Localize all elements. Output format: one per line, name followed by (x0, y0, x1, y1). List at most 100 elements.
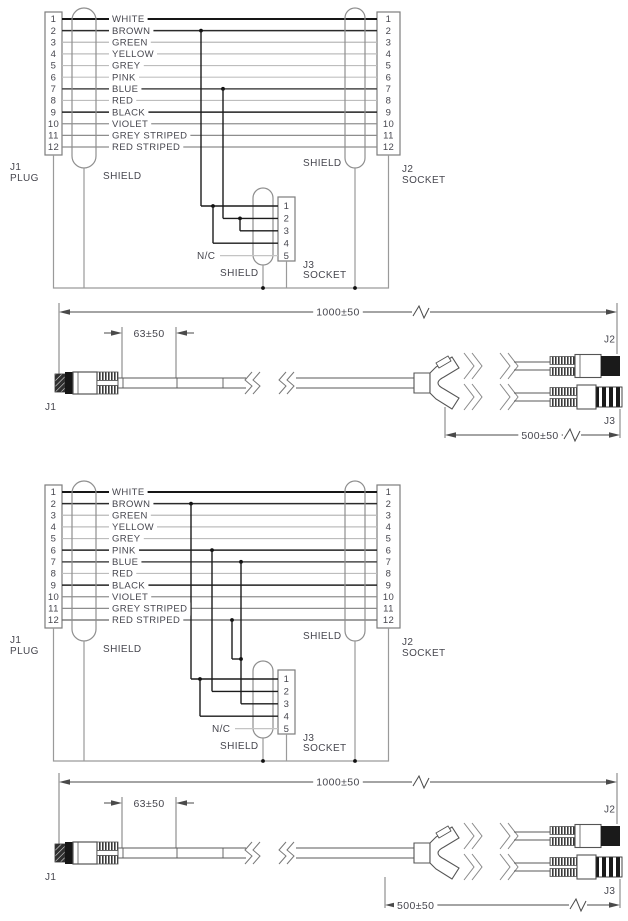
dimension-arrow (111, 330, 122, 336)
j1-pin-number: 7 (51, 557, 57, 568)
j2-pin-number: 6 (386, 72, 392, 83)
label-background (109, 497, 154, 511)
j1-pin-number: 12 (48, 142, 59, 153)
j1-hex-nut (96, 385, 119, 395)
label-background (109, 117, 152, 131)
label-background (109, 71, 140, 85)
j2-pin-number: 10 (383, 592, 394, 603)
y-splitter-stem (413, 842, 431, 864)
j3-pin-number: 3 (284, 226, 290, 237)
j3-shield-label: SHIELD (220, 268, 259, 279)
wire-color-label: GREEN (112, 37, 148, 48)
branch-break-icon (471, 383, 483, 411)
j1-shield-oval (71, 480, 97, 642)
j3-designator: J3 (303, 260, 314, 271)
cable-break-icon (278, 371, 287, 395)
j3-hex-nut (549, 387, 578, 396)
branch-break-icon (499, 352, 511, 380)
j1-pin-number: 2 (51, 26, 57, 37)
label-background (109, 83, 142, 97)
j2-pin-number: 9 (386, 580, 392, 591)
dimension-arrow (445, 432, 456, 438)
label-background (109, 521, 157, 535)
branch-break-icon (499, 383, 511, 411)
dimension-arrow (176, 330, 187, 336)
j1-pin-number: 10 (48, 592, 59, 603)
j3-hex-nut (549, 398, 578, 407)
j1-knurled-tip (54, 373, 66, 393)
j1-designator: J1 (10, 162, 21, 173)
j3-pin-number: 5 (284, 724, 290, 735)
y-splitter-tab (435, 825, 452, 839)
j1-type-label: PLUG (10, 646, 39, 657)
wire-color-label: GREY STRIPED (112, 131, 187, 142)
j2-pin-number: 2 (386, 499, 392, 510)
nc-label: N/C (212, 724, 230, 735)
wire-tap-dot (210, 548, 214, 553)
j1-connector-body (72, 371, 98, 395)
j2-black-cap (601, 826, 620, 846)
branch-break-icon (499, 822, 511, 850)
label-background (109, 24, 154, 38)
cable-break-icon (244, 841, 253, 865)
j2-shield-oval (344, 480, 366, 642)
label-background (109, 602, 191, 616)
label-background (109, 36, 151, 50)
j1-pin-number: 12 (48, 615, 59, 626)
cable-j2-label: J2 (604, 805, 615, 816)
cable-j3-label: J3 (604, 886, 615, 897)
wire-color-label: YELLOW (112, 522, 154, 533)
wire-color-label: BROWN (112, 26, 150, 37)
dimension-break-icon (563, 427, 581, 443)
j2-pin-number: 9 (386, 107, 392, 118)
j2-connector-body (574, 353, 602, 379)
dimension-arrow (609, 902, 620, 908)
j1-pin-number: 11 (48, 604, 59, 615)
j1-pin-number: 3 (51, 510, 57, 521)
j1-pin-number: 5 (51, 534, 57, 545)
j3-pin-number: 4 (284, 711, 290, 722)
wire-color-label: BLUE (112, 84, 138, 95)
cable-j2-label: J2 (604, 335, 615, 346)
j3-designator: J3 (303, 733, 314, 744)
wire-color-label: PINK (112, 72, 136, 83)
wire-color-label: BLACK (112, 107, 145, 118)
branch-break-icon (463, 853, 475, 881)
wire-color-label: BROWN (112, 499, 150, 510)
label-background (109, 590, 152, 604)
y-splitter-body (429, 826, 460, 880)
branch-break-icon (507, 822, 519, 850)
j1-connector-body (72, 841, 98, 865)
cable-j1-label: J1 (45, 872, 56, 883)
j1-pin-number: 2 (51, 499, 57, 510)
shield-ground-bus (52, 628, 390, 762)
label-background (130, 797, 168, 811)
j1-hex-nut-mid (96, 850, 119, 856)
y-splitter-stem (413, 372, 431, 394)
label-background (109, 129, 191, 143)
label-background (109, 486, 148, 500)
j2-hex-nut (549, 367, 576, 376)
dimension-arrow (606, 309, 617, 315)
label-background (313, 305, 363, 320)
j2-shield-label: SHIELD (303, 631, 342, 642)
cable-j1-label: J1 (45, 402, 56, 413)
shield-ground-bus (52, 155, 390, 289)
join-dot (239, 657, 243, 661)
wire-color-label: WHITE (112, 487, 145, 498)
label-background (313, 775, 363, 790)
j3-pin-number: 5 (284, 251, 290, 262)
cable-break-icon (252, 841, 261, 865)
bus-junction-dot (353, 759, 357, 763)
j2-pin-number: 3 (386, 37, 392, 48)
dimension-break-icon (569, 897, 587, 913)
j2-pin-number: 11 (383, 131, 394, 142)
dimension-arrow (111, 800, 122, 806)
wire-color-label: GREY (112, 61, 141, 72)
j2-pin-number: 4 (386, 49, 392, 60)
cable-break-icon (244, 371, 253, 395)
bus-junction-dot (261, 759, 265, 763)
j2-shield-label: SHIELD (303, 158, 342, 169)
j2-pin-number: 6 (386, 545, 392, 556)
